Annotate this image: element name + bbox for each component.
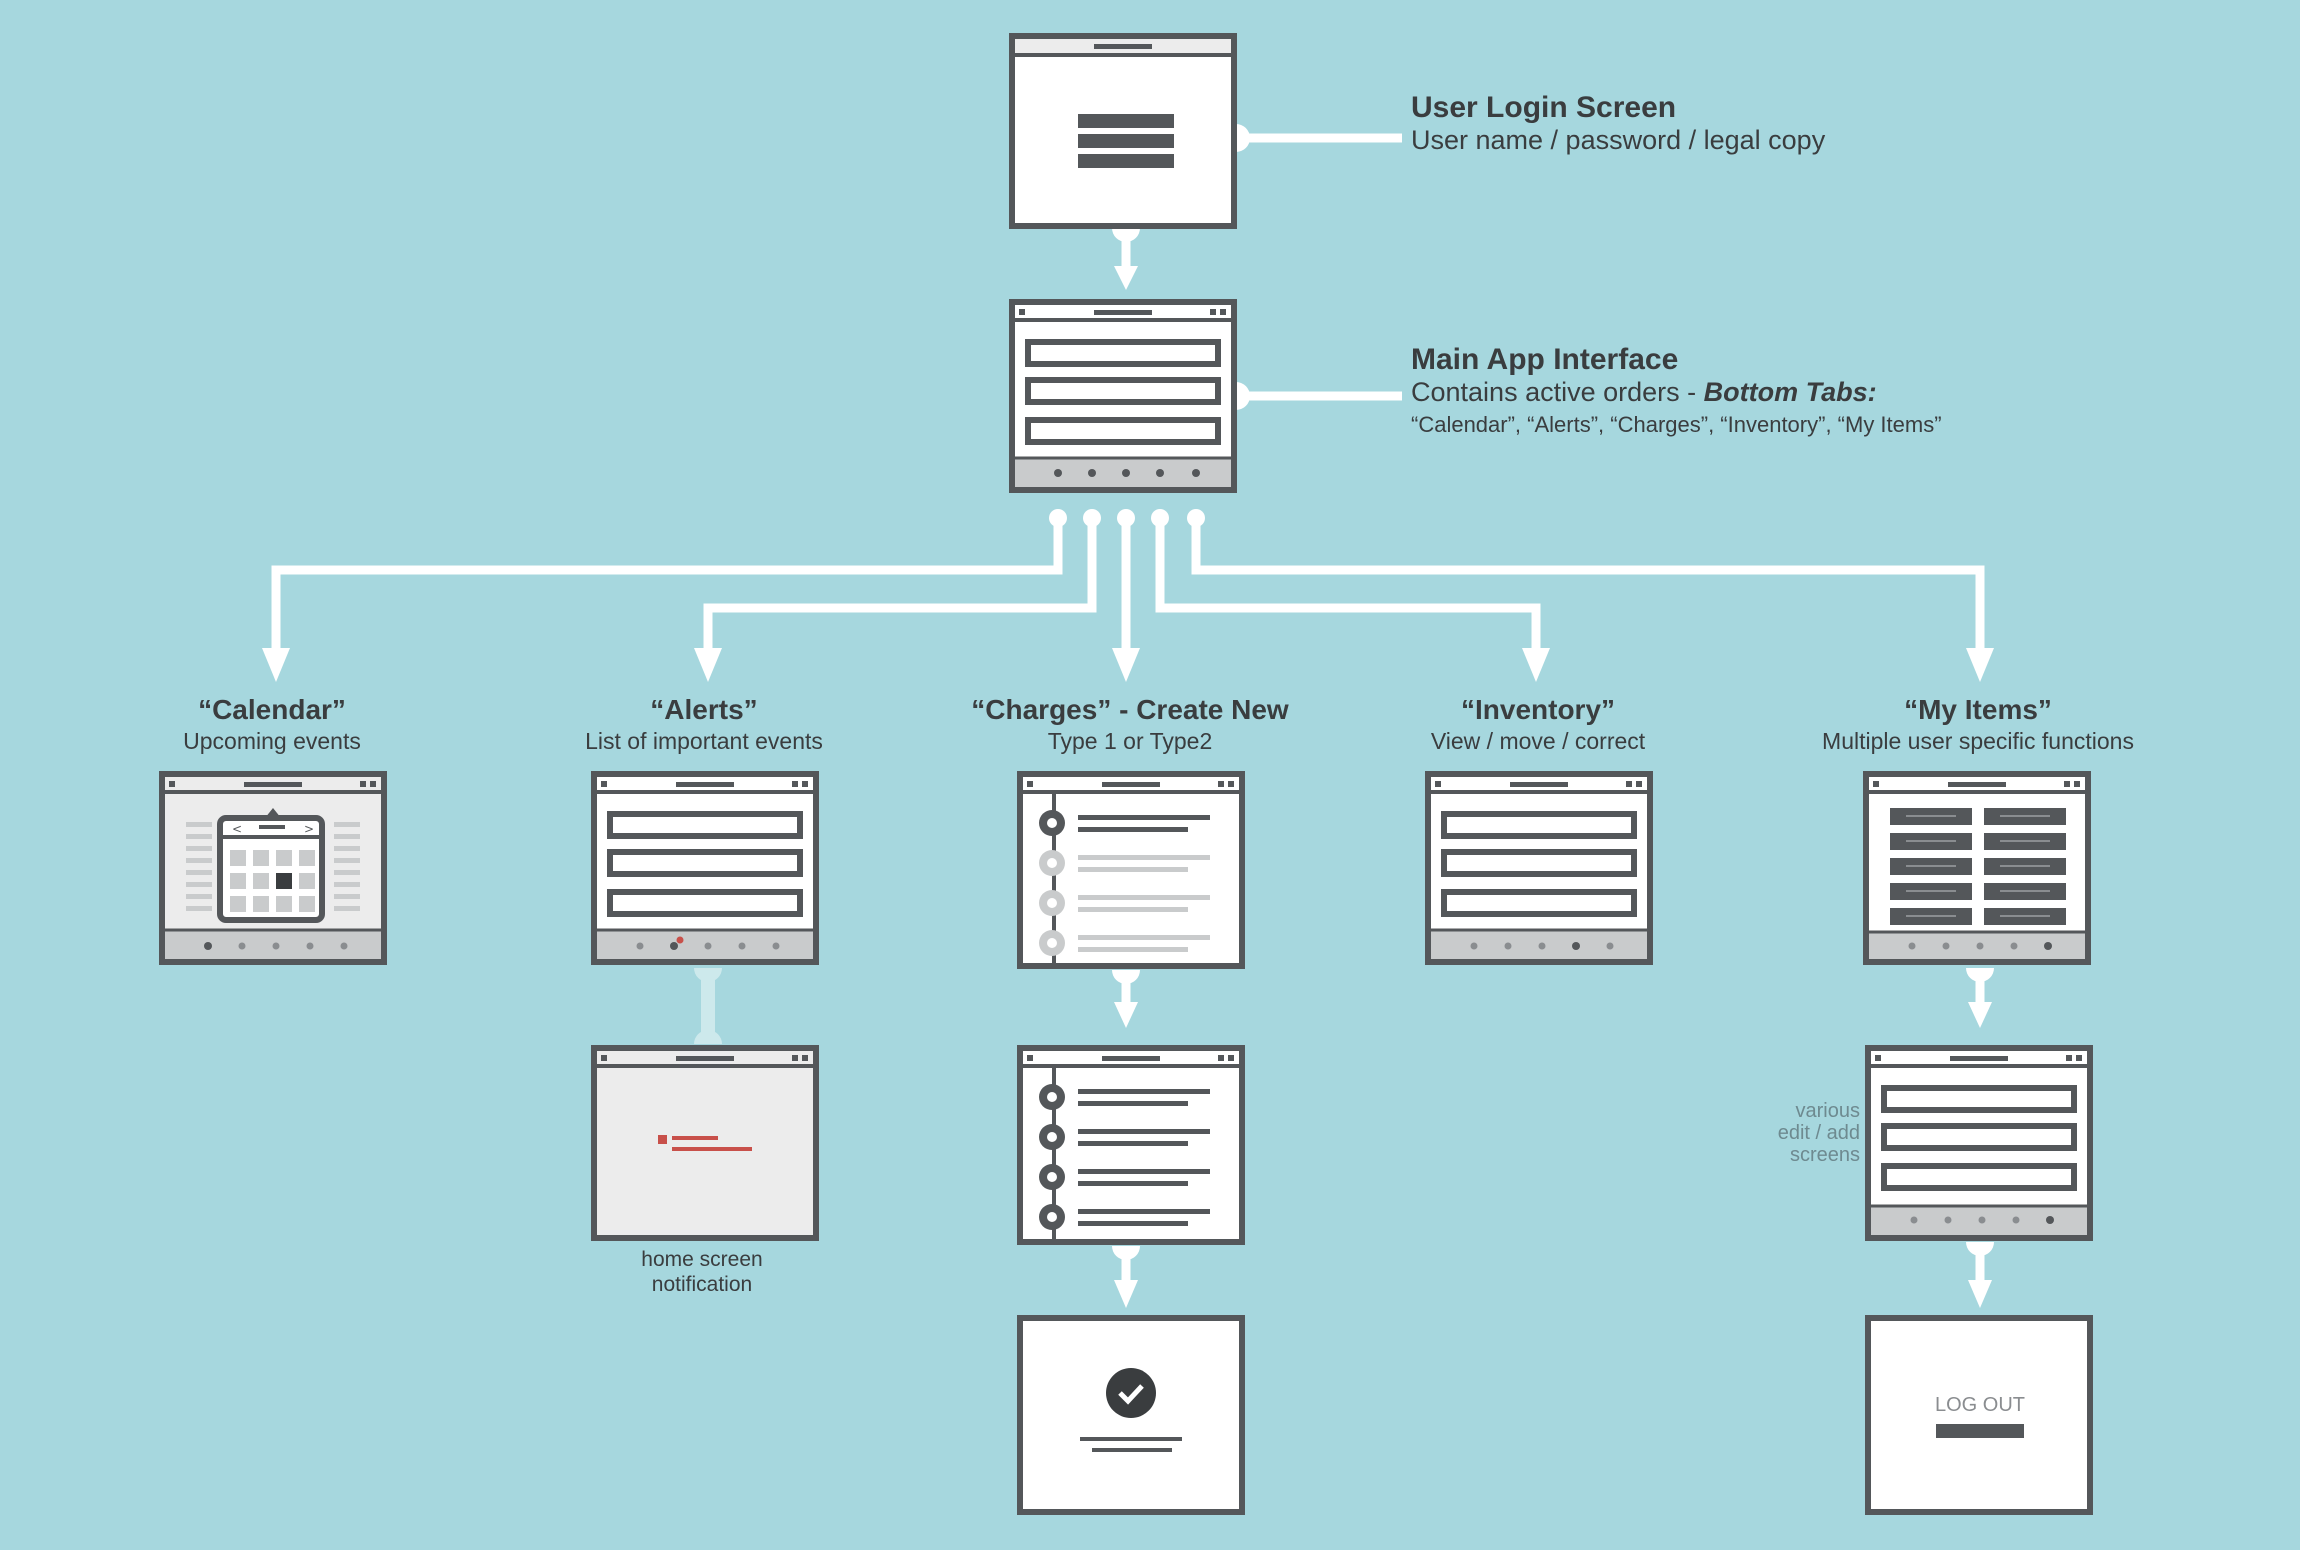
- alerts-label: “Alerts” List of important events: [585, 694, 823, 755]
- main-app-subtitle: Contains active orders - Bottom Tabs:: [1411, 377, 1942, 408]
- my-items-side-note: various edit / add screens: [1740, 1100, 1860, 1166]
- notification-caption: home screen notification: [641, 1247, 762, 1297]
- arrow-down-icon: [694, 648, 722, 682]
- inventory-subtitle: View / move / correct: [1430, 728, 1646, 754]
- charges-screen-wireframe: [1017, 771, 1245, 969]
- tab-connector-dots: [1049, 124, 1994, 1260]
- charges-label: “Charges” - Create New Type 1 or Type2: [971, 694, 1288, 755]
- main-app-title: Main App Interface: [1411, 343, 1679, 376]
- calendar-subtitle: Upcoming events: [183, 728, 361, 754]
- arrowheads: [262, 266, 1994, 1308]
- my-items-label: “My Items” Multiple user specific functi…: [1822, 694, 2134, 755]
- side-note-line: screens: [1789, 1144, 1860, 1166]
- charges-subtitle: Type 1 or Type2: [1047, 728, 1213, 754]
- arrow-down-icon: [1968, 1002, 1992, 1028]
- arrow-down-icon: [1112, 648, 1140, 682]
- my-items-subtitle: Multiple user specific functions: [1822, 728, 2134, 754]
- main-app-tabs-line: “Calendar”, “Alerts”, “Charges”, “Invent…: [1411, 412, 1942, 437]
- main-app-label: Main App Interface Contains active order…: [1411, 343, 1942, 438]
- login-label: User Login Screen User name / password /…: [1411, 91, 1825, 156]
- side-note-line: edit / add: [1777, 1122, 1860, 1144]
- inventory-branch-connector: [1155, 520, 1541, 650]
- alerts-subtitle: List of important events: [585, 728, 823, 754]
- myitems-branch-connector: [1191, 520, 1985, 650]
- logout-button-shape: [1936, 1424, 2024, 1438]
- svg-text:>: >: [304, 822, 314, 836]
- arrow-down-icon: [1114, 1280, 1138, 1308]
- logout-label: LOG OUT: [1935, 1394, 2025, 1416]
- logout-screen-wireframe: LOG OUT: [1865, 1315, 2093, 1515]
- login-screen-wireframe: [1009, 33, 1237, 229]
- checkmark-icon: [1106, 1368, 1156, 1418]
- calendar-branch-connector: [271, 520, 1063, 650]
- arrow-down-icon: [1522, 648, 1550, 682]
- arrow-down-icon: [1114, 266, 1138, 290]
- arrow-down-icon: [1968, 1280, 1992, 1308]
- inventory-label: “Inventory” View / move / correct: [1431, 694, 1645, 755]
- arrow-down-icon: [262, 648, 290, 682]
- alerts-branch-connector: [703, 520, 1097, 650]
- arrow-down-icon: [1966, 648, 1994, 682]
- login-subtitle: User name / password / legal copy: [1411, 125, 1826, 155]
- notification-caption-line: home screen: [641, 1248, 763, 1271]
- main-app-screen-wireframe: [1009, 299, 1237, 493]
- login-title: User Login Screen: [1411, 91, 1677, 124]
- my-items-screen-wireframe: [1863, 771, 2091, 965]
- muted-nubs: [694, 968, 722, 1044]
- side-note-line: various: [1795, 1100, 1860, 1122]
- notification-caption-line: notification: [651, 1273, 753, 1297]
- inventory-title: “Inventory”: [1460, 694, 1616, 725]
- calendar-title: “Calendar”: [198, 694, 346, 725]
- main-app-subtitle-emphasis: Bottom Tabs:: [1703, 377, 1877, 407]
- my-items-title: “My Items”: [1904, 694, 2052, 725]
- alerts-screen-wireframe: [591, 771, 819, 965]
- charges-title: “Charges” - Create New: [971, 694, 1289, 725]
- charges-step2-screen-wireframe: [1017, 1045, 1245, 1245]
- notification-screen-wireframe: [591, 1045, 819, 1241]
- calendar-label: “Calendar” Upcoming events: [183, 694, 361, 755]
- main-app-subtitle-prefix: Contains active orders -: [1411, 377, 1704, 407]
- alerts-title: “Alerts”: [650, 694, 758, 725]
- inventory-screen-wireframe: [1425, 771, 1653, 965]
- svg-text:<: <: [232, 822, 242, 836]
- calendar-screen-wireframe: < >: [159, 771, 387, 965]
- my-items-edit-screen-wireframe: [1865, 1045, 2093, 1241]
- arrow-down-icon: [1114, 1002, 1138, 1028]
- charges-confirm-screen-wireframe: [1017, 1315, 1245, 1515]
